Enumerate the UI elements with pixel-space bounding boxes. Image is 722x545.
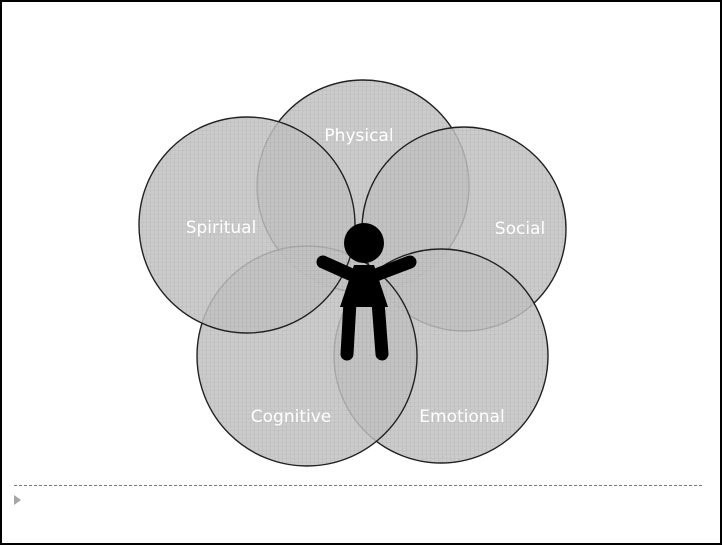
- footer-divider: [14, 485, 702, 486]
- emotional-label: Emotional: [419, 407, 504, 427]
- social-label: Social: [495, 219, 545, 239]
- spiritual-label: Spiritual: [186, 218, 257, 238]
- child-figure-icon: [316, 223, 417, 361]
- cognitive-label: Cognitive: [251, 407, 331, 427]
- physical-label: Physical: [324, 126, 393, 146]
- triangle-bullet-icon: [14, 495, 21, 505]
- circle-spiritual: [138, 116, 356, 334]
